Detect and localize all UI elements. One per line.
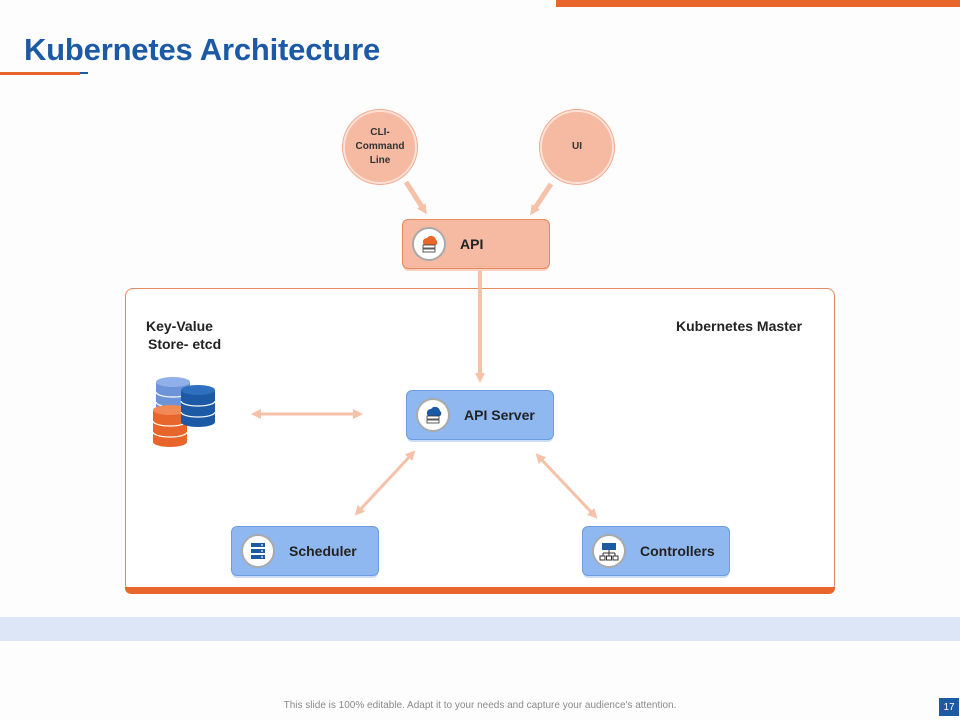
ui-label: UI (572, 141, 582, 152)
title-underline-accent (0, 72, 80, 75)
arrow-controllers-api-server (535, 453, 598, 519)
api-server-label: API Server (464, 407, 535, 423)
controllers-label: Controllers (640, 543, 715, 559)
controllers-node: Controllers (582, 526, 730, 576)
footer-band (0, 617, 960, 641)
server-rack-icon (241, 534, 275, 568)
arrow-scheduler-api-server (354, 450, 416, 516)
top-accent-bar (556, 0, 960, 7)
arrow-ui-to-api (530, 182, 554, 216)
footer-note: This slide is 100% editable. Adapt it to… (283, 700, 677, 711)
key-value-label-line1: Key-Value (146, 318, 213, 334)
page-number: 17 (939, 698, 959, 716)
api-label: API (460, 236, 484, 252)
key-value-label-line2: Store- etcd (148, 336, 222, 352)
network-hierarchy-icon (592, 534, 626, 568)
api-node: API (402, 219, 550, 269)
kubernetes-master-label: Kubernetes Master (676, 318, 803, 334)
cloud-server-icon (416, 398, 450, 432)
scheduler-node: Scheduler (231, 526, 379, 576)
cli-label: CLI- Command Line (355, 127, 405, 166)
cloud-server-icon (412, 227, 446, 261)
ui-circle: UI (540, 110, 614, 184)
cli-command-line-circle: CLI- Command Line (343, 110, 417, 184)
database-stack-icon (152, 377, 216, 447)
page-title: Kubernetes Architecture (24, 32, 381, 67)
master-container-base-bar (125, 587, 835, 594)
scheduler-label: Scheduler (289, 543, 357, 559)
api-server-node: API Server (406, 390, 554, 440)
arrow-cli-to-api (403, 180, 427, 215)
